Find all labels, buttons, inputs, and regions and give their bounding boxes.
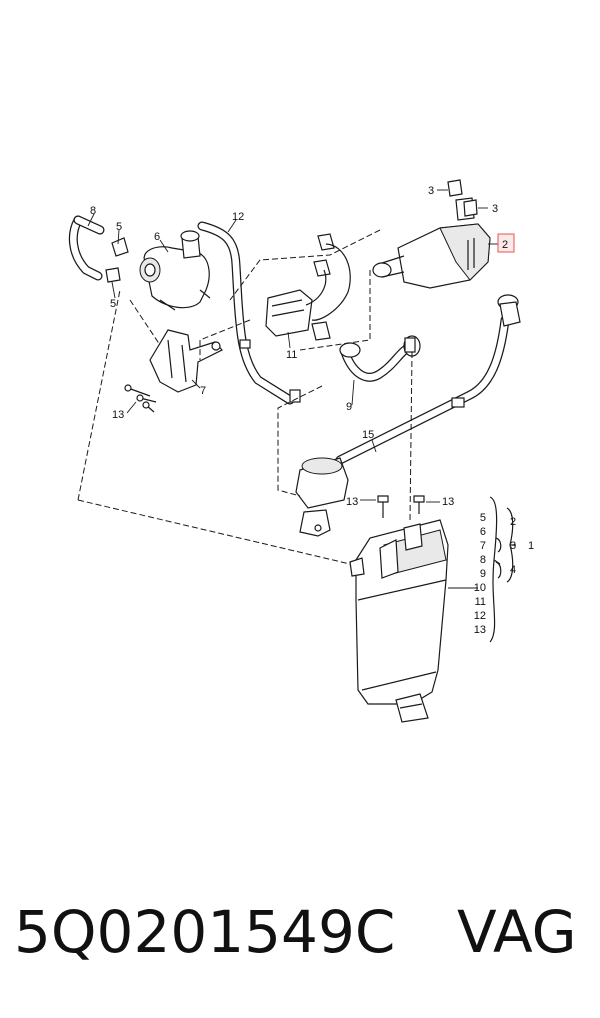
callout-11: 11 bbox=[286, 349, 297, 361]
hose-9 bbox=[340, 341, 417, 382]
solenoid-valve-2 bbox=[372, 197, 491, 289]
index-13: 13 bbox=[474, 624, 486, 636]
callout-5-lower: 5 bbox=[110, 298, 116, 310]
index-5: 5 bbox=[480, 512, 486, 524]
callout-13-left: 13 bbox=[112, 409, 124, 421]
wiring-connector-11 bbox=[265, 233, 351, 341]
index-12: 12 bbox=[474, 610, 486, 622]
hose-8 bbox=[68, 215, 105, 281]
index-4: 4 bbox=[510, 564, 516, 576]
index-1: 1 bbox=[528, 540, 534, 552]
part-number: 5Q0201549C bbox=[14, 898, 396, 966]
brand-label: VAG bbox=[457, 898, 577, 966]
callout-15: 15 bbox=[362, 429, 374, 441]
dashed-guides bbox=[77, 229, 413, 565]
index-10: 10 bbox=[474, 582, 486, 594]
callout-8: 8 bbox=[90, 205, 96, 217]
callout-3-top-left: 3 bbox=[428, 185, 434, 197]
hose-12 bbox=[197, 221, 295, 405]
nut-3-left bbox=[447, 179, 463, 197]
index-6: 6 bbox=[480, 526, 486, 538]
index-7: 7 bbox=[480, 540, 486, 552]
clamp-5-upper bbox=[111, 237, 129, 257]
bolts-13-left bbox=[124, 384, 157, 413]
index-9: 9 bbox=[480, 568, 486, 580]
highlight-box-part-2 bbox=[497, 233, 515, 253]
index-8: 8 bbox=[480, 554, 486, 566]
leader-lines bbox=[87, 189, 498, 589]
callout-13-mid: 13 bbox=[346, 496, 358, 508]
callout-3-top-right: 3 bbox=[492, 203, 498, 215]
hose-clamps bbox=[239, 337, 465, 408]
nut-3-right bbox=[463, 199, 478, 217]
clamp-5-lower bbox=[105, 267, 121, 283]
charcoal-canister bbox=[349, 519, 449, 723]
index-brackets bbox=[489, 496, 516, 643]
exploded-parts-diagram: 8 5 5 6 12 7 13 11 9 15 3 3 2 13 13 5 6 … bbox=[68, 179, 534, 723]
callout-5-upper: 5 bbox=[116, 221, 122, 233]
hose-15 bbox=[335, 315, 510, 465]
bolt-13-right bbox=[413, 495, 425, 514]
canister-valve-15 bbox=[295, 457, 349, 537]
index-11: 11 bbox=[475, 596, 486, 608]
callout-12: 12 bbox=[232, 211, 244, 223]
callout-6: 6 bbox=[154, 231, 160, 243]
index-3: 3 bbox=[510, 540, 516, 552]
fitting-top-right bbox=[497, 294, 521, 327]
bracket-7 bbox=[149, 329, 223, 393]
callout-7: 7 bbox=[200, 385, 206, 397]
index-2: 2 bbox=[510, 516, 516, 528]
callout-9: 9 bbox=[346, 401, 352, 413]
bolt-13-mid bbox=[377, 495, 389, 518]
valve-6 bbox=[139, 230, 211, 311]
callout-13-right: 13 bbox=[442, 496, 454, 508]
callout-2-highlight: 2 bbox=[502, 239, 508, 251]
